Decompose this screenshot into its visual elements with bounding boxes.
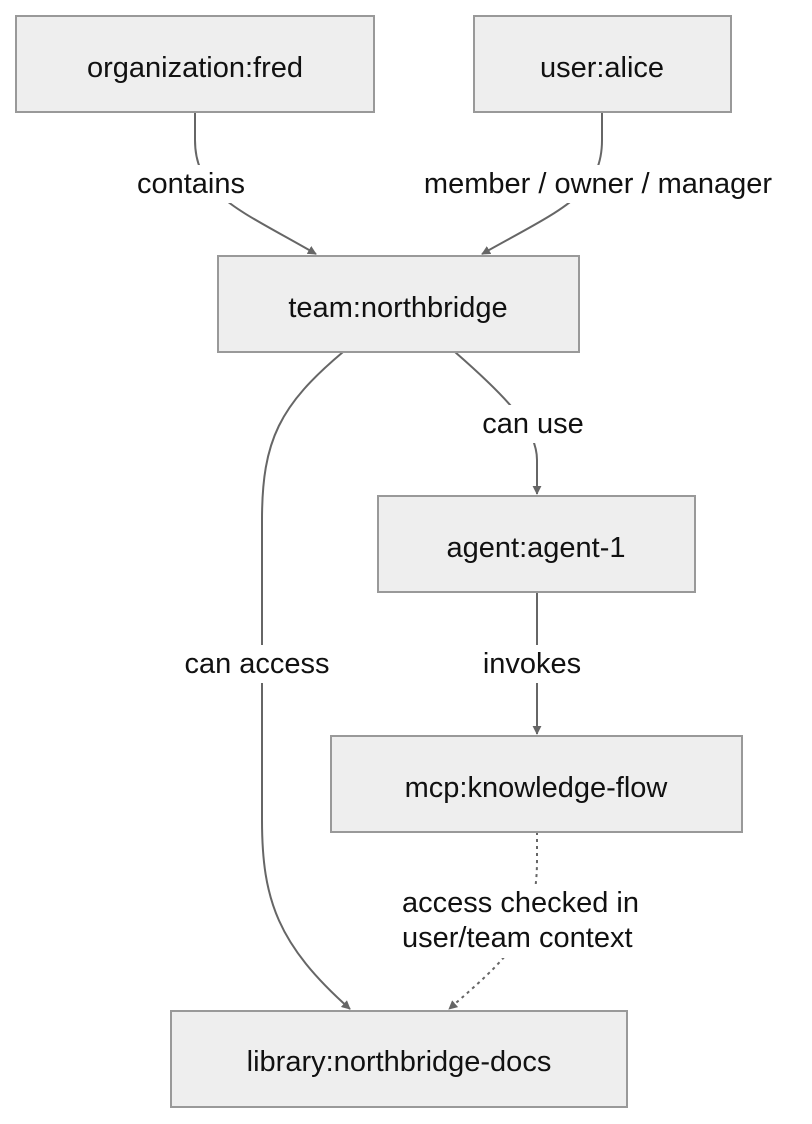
edge-label-can-access-text: can access (184, 648, 329, 680)
node-mcp-knowledge-flow: mcp:knowledge-flow (330, 735, 743, 833)
node-team-northbridge-label: team:northbridge (288, 292, 507, 324)
edge-label-member-owner-manager-text: member / owner / manager (424, 168, 772, 200)
node-mcp-knowledge-flow-label: mcp:knowledge-flow (405, 772, 669, 804)
edge-label-contains: contains (130, 165, 252, 203)
edge-label-member-owner-manager: member / owner / manager (404, 165, 796, 203)
node-team-northbridge: team:northbridge (217, 255, 580, 353)
node-organization-fred: organization:fred (15, 15, 375, 113)
edge-label-can-access: can access (174, 645, 340, 683)
node-organization-fred-label: organization:fred (87, 52, 303, 84)
edge-label-access-checked-line2: user/team context (402, 922, 633, 954)
edge-label-access-checked-line1: access checked in (402, 887, 639, 919)
node-agent-agent-1-label: agent:agent-1 (447, 532, 626, 564)
edge-label-can-use: can use (474, 405, 592, 443)
edge-label-invokes-text: invokes (483, 648, 581, 680)
edge-label-contains-text: contains (137, 168, 245, 200)
node-library-northbridge-docs: library:northbridge-docs (170, 1010, 628, 1108)
edge-label-invokes: invokes (475, 645, 589, 683)
node-library-northbridge-docs-label: library:northbridge-docs (247, 1046, 552, 1078)
node-agent-agent-1: agent:agent-1 (377, 495, 696, 593)
edge-label-access-checked: access checked in user/team context (398, 884, 668, 958)
node-user-alice-label: user:alice (540, 52, 664, 84)
edge-label-can-use-text: can use (482, 408, 584, 440)
node-user-alice: user:alice (473, 15, 732, 113)
